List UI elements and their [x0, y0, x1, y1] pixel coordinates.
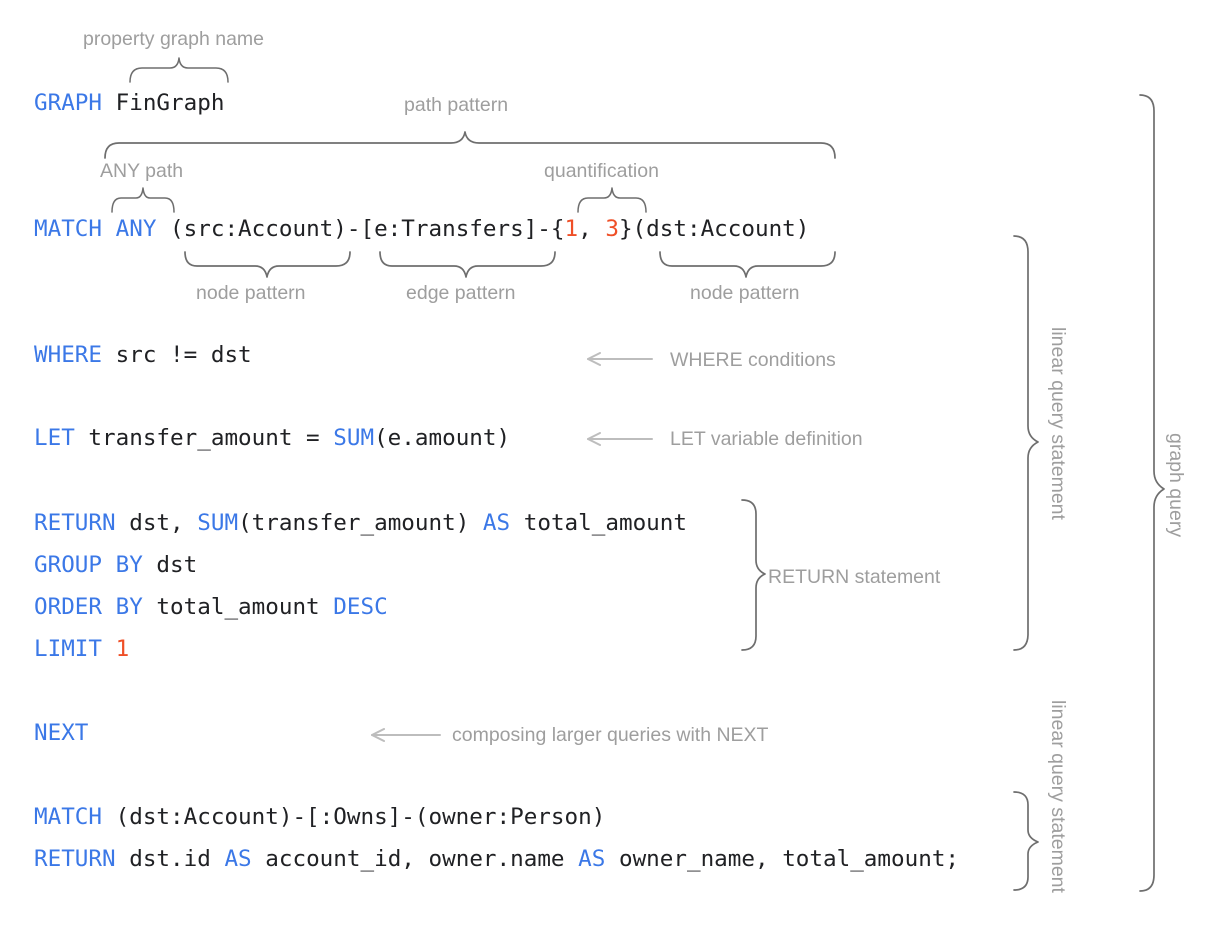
code-token: src != dst — [102, 342, 252, 368]
code-token: MATCH — [34, 216, 103, 242]
code-token: NEXT — [34, 720, 89, 746]
code-token: AS — [224, 846, 252, 872]
label-graph-query: graph query — [1165, 433, 1187, 538]
code-token: (e.amount) — [374, 425, 511, 451]
code-token: dst — [142, 552, 198, 578]
brace-quantification — [577, 187, 647, 213]
code-token: total_amount — [142, 594, 334, 620]
code-token: ANY — [115, 216, 157, 242]
brace-edge-pattern — [379, 251, 556, 278]
code-token: GROUP BY — [34, 552, 143, 578]
brace-return-statement — [741, 499, 766, 651]
code-token: SUM — [197, 510, 239, 536]
brace-linear-query-statement-2 — [1013, 791, 1039, 891]
label-path-pattern: path pattern — [404, 94, 509, 116]
label-linear-query-statement-2: linear query statement — [1047, 700, 1069, 893]
code-token: LET — [34, 425, 75, 451]
code-token: dst, — [115, 510, 198, 536]
code-token: , — [578, 216, 606, 242]
code-token: (src:Account)-[e:Transfers]-{ — [156, 216, 565, 242]
code-line-match: MATCH ANY (src:Account)-[e:Transfers]-{1… — [34, 218, 809, 241]
code-token: transfer_amount = — [74, 425, 334, 451]
code-line-order-by: ORDER BY total_amount DESC — [34, 596, 388, 619]
code-token: MATCH — [34, 804, 103, 830]
brace-linear-query-statement-1 — [1013, 235, 1039, 651]
code-line-graph: GRAPH FinGraph — [34, 92, 224, 115]
code-token — [102, 636, 116, 662]
label-any-path: ANY path — [100, 160, 184, 182]
code-token: RETURN — [34, 510, 116, 536]
code-token: RETURN — [34, 846, 116, 872]
brace-node-pattern-1 — [184, 251, 351, 278]
code-token: total_amount — [510, 510, 687, 536]
code-token: GRAPH — [34, 90, 103, 116]
code-token: owner_name, total_amount; — [605, 846, 960, 872]
brace-path-pattern — [104, 131, 836, 159]
code-token: ORDER BY — [34, 594, 143, 620]
label-property-graph-name: property graph name — [83, 28, 265, 50]
label-where-conditions: WHERE conditions — [670, 349, 836, 371]
code-token — [102, 216, 116, 242]
arrow-let-variable-definition — [587, 432, 653, 446]
code-token: AS — [578, 846, 606, 872]
code-token: FinGraph — [102, 90, 225, 116]
label-node-pattern-2: node pattern — [690, 282, 800, 304]
code-token: 3 — [605, 216, 619, 242]
label-return-statement: RETURN statement — [768, 566, 941, 588]
code-token: }(dst:Account) — [618, 216, 810, 242]
code-line-limit: LIMIT 1 — [34, 638, 129, 661]
code-line-where: WHERE src != dst — [34, 344, 252, 367]
code-token: DESC — [333, 594, 388, 620]
code-token: 1 — [115, 636, 130, 662]
code-token: WHERE — [34, 342, 103, 368]
code-token: account_id, owner.name — [251, 846, 579, 872]
brace-node-pattern-2 — [659, 251, 836, 278]
label-node-pattern-1: node pattern — [196, 282, 306, 304]
brace-property-graph-name — [129, 57, 229, 83]
brace-graph-query — [1139, 94, 1165, 892]
code-line-return: RETURN dst, SUM(transfer_amount) AS tota… — [34, 512, 687, 535]
code-token: AS — [482, 510, 511, 536]
label-quantification: quantification — [544, 160, 659, 182]
code-line-match-2: MATCH (dst:Account)-[:Owns]-(owner:Perso… — [34, 806, 605, 829]
code-token: (dst:Account)-[:Owns]-(owner:Person) — [102, 804, 606, 830]
code-token: 1 — [564, 216, 579, 242]
code-line-next: NEXT — [34, 722, 88, 745]
code-token: dst.id — [115, 846, 225, 872]
code-line-group-by: GROUP BY dst — [34, 554, 197, 577]
code-line-return-2: RETURN dst.id AS account_id, owner.name … — [34, 848, 959, 871]
arrow-where-conditions — [587, 352, 653, 366]
code-token: SUM — [333, 425, 375, 451]
label-composing-next: composing larger queries with NEXT — [452, 724, 769, 746]
label-edge-pattern: edge pattern — [406, 282, 516, 304]
label-let-variable-definition: LET variable definition — [670, 428, 863, 450]
label-linear-query-statement-1: linear query statement — [1047, 327, 1069, 520]
code-token: (transfer_amount) — [238, 510, 483, 536]
code-token: LIMIT — [34, 636, 103, 662]
arrow-composing-next — [371, 728, 441, 742]
code-line-let: LET transfer_amount = SUM(e.amount) — [34, 427, 510, 450]
brace-any-path — [111, 187, 175, 213]
